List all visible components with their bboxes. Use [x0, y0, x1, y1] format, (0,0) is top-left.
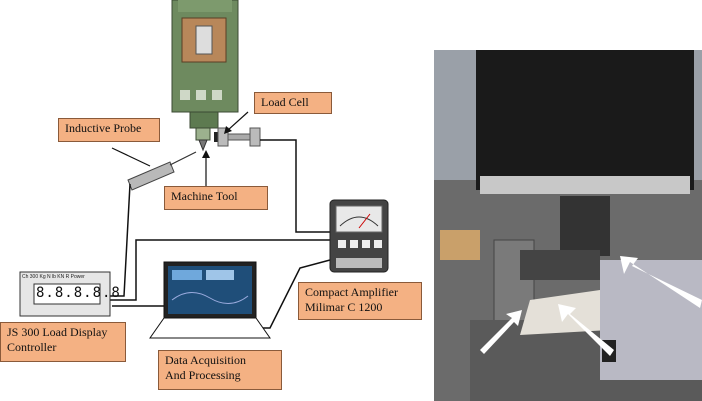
arrow-icon — [480, 310, 522, 354]
probe-pointer — [111, 147, 151, 167]
compact-amplifier-device — [329, 199, 389, 273]
arrow-icon — [620, 256, 702, 308]
photo-arrows — [480, 256, 702, 356]
controller-label: JS 300 Load Display Controller — [0, 322, 126, 362]
daq-label-line1: Data Acquisition — [165, 353, 246, 367]
controller-label-line1: JS 300 Load Display — [7, 325, 108, 339]
amplifier-label-line2: Milimar C 1200 — [305, 300, 383, 314]
machine-spindle — [171, 0, 239, 152]
controller-panel-text: Ch 300 Kg N lb KN R Power — [22, 274, 85, 280]
load-cell-device — [214, 127, 261, 147]
controller-display-digits: 8.8.8.8.8 — [36, 285, 121, 301]
amplifier-label-line1: Compact Amplifier — [305, 285, 398, 299]
load-cell-label: Load Cell — [254, 92, 332, 114]
laptop-device — [149, 261, 271, 339]
daq-label-line2: And Processing — [165, 368, 241, 382]
amplifier-label: Compact Amplifier Milimar C 1200 — [298, 282, 422, 320]
inductive-probe-device — [127, 151, 197, 191]
inductive-probe-label: Inductive Probe — [58, 118, 160, 142]
load-cell-pointer — [227, 111, 249, 131]
daq-label: Data Acquisition And Processing — [158, 350, 282, 390]
machine-tool-label: Machine Tool — [164, 186, 268, 210]
arrow-icon — [558, 304, 614, 356]
machine-photo — [434, 50, 702, 401]
load-display-controller-device — [19, 271, 111, 317]
controller-label-line2: Controller — [7, 340, 57, 354]
